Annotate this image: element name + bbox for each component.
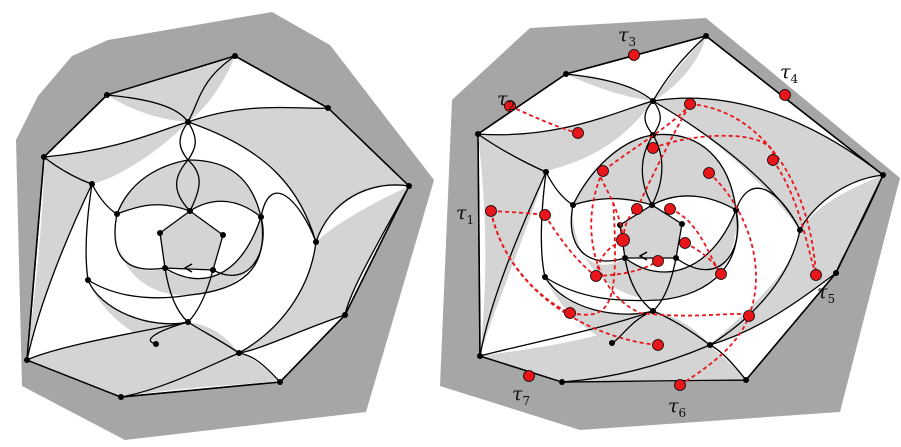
lens-face xyxy=(176,160,200,211)
dual-vertex-set xyxy=(485,49,822,391)
shaded-face xyxy=(27,122,188,360)
lens-face xyxy=(107,95,188,122)
left-panel xyxy=(16,12,434,440)
label-tau-3: τ3 xyxy=(618,24,636,49)
lens-face xyxy=(653,311,710,345)
label-tau-1: τ1 xyxy=(456,202,474,227)
label-tau-2: τ2 xyxy=(497,88,515,113)
inner-face xyxy=(160,211,223,270)
lens-face xyxy=(156,322,188,344)
right-panel: τ1 τ2 τ3 τ4 τ5 τ6 τ7 xyxy=(440,18,900,430)
inner-face xyxy=(620,205,682,258)
labels: τ1 τ2 τ3 τ4 τ5 τ6 τ7 xyxy=(456,24,835,420)
shaded-face xyxy=(188,107,409,242)
label-tau-7: τ7 xyxy=(512,383,530,408)
lens-face xyxy=(653,36,706,101)
vertex-set xyxy=(24,53,412,400)
shaded-face xyxy=(107,56,235,122)
label-tau-4: τ4 xyxy=(780,61,799,86)
label-tau-5: τ5 xyxy=(817,281,835,306)
dual-path-set xyxy=(490,103,817,386)
label-tau-6: τ6 xyxy=(668,395,686,420)
shaded-face xyxy=(478,101,653,356)
shaded-face xyxy=(239,186,409,353)
lens-face xyxy=(566,74,653,101)
orientation-arrow xyxy=(638,251,648,261)
shaded-face xyxy=(653,98,883,230)
orientation-arrow xyxy=(183,263,193,273)
lens-face xyxy=(188,56,235,122)
shaded-face xyxy=(88,280,188,345)
shaded-face xyxy=(571,205,737,300)
shaded-face xyxy=(710,175,883,345)
shaded-face xyxy=(545,277,653,343)
vertex-set xyxy=(475,33,886,385)
edge-set xyxy=(26,55,410,398)
